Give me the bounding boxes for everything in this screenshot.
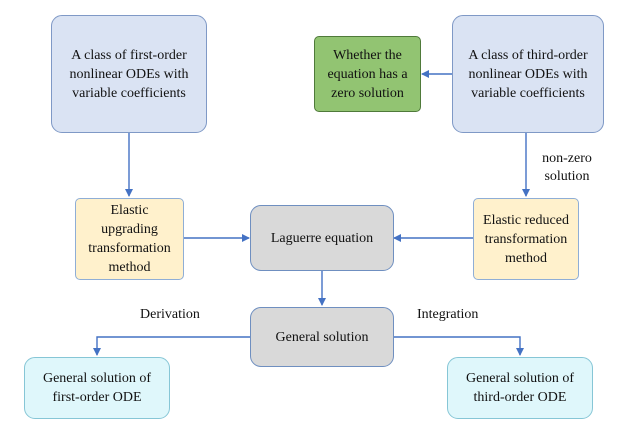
node-zero-solution-check-text: Whether the equation has a zero solution <box>327 47 408 101</box>
edge-label-derivation: Derivation <box>140 306 200 324</box>
node-elastic-upgrading-text: Elastic upgrading transformation method <box>88 203 171 275</box>
node-general-solution: General solution <box>250 307 394 367</box>
node-first-order-class-text: A class of first-order nonlinear ODEs wi… <box>69 47 189 101</box>
node-laguerre-equation-text: Laguerre equation <box>270 230 374 246</box>
node-general-solution-first-order-text: General solution of first-order ODE <box>42 371 152 405</box>
node-general-solution-third-order: General solution of third-order ODE <box>447 357 593 419</box>
node-elastic-reduced: Elastic reduced transformation method <box>473 198 579 280</box>
edge-label-non-zero-solution: non-zero solution <box>534 150 600 186</box>
node-elastic-reduced-text: Elastic reduced transformation method <box>483 212 569 266</box>
arrow-general-to-third <box>394 336 524 356</box>
node-zero-solution-check: Whether the equation has a zero solution <box>314 36 421 112</box>
node-general-solution-third-order-text: General solution of third-order ODE <box>465 371 575 405</box>
node-laguerre-equation: Laguerre equation <box>250 205 394 271</box>
arrow-general-to-first <box>93 336 250 356</box>
node-first-order-class: A class of first-order nonlinear ODEs wi… <box>51 15 207 133</box>
edge-label-non-zero-solution-text: non-zero solution <box>542 151 592 184</box>
node-general-solution-text: General solution <box>275 329 369 345</box>
node-general-solution-first-order: General solution of first-order ODE <box>24 357 170 419</box>
edge-label-integration-text: Integration <box>417 307 479 322</box>
node-elastic-upgrading: Elastic upgrading transformation method <box>75 198 184 280</box>
edge-label-integration: Integration <box>417 306 478 324</box>
edge-label-derivation-text: Derivation <box>140 307 200 322</box>
node-third-order-class-text: A class of third-order nonlinear ODEs wi… <box>468 47 588 101</box>
node-third-order-class: A class of third-order nonlinear ODEs wi… <box>452 15 604 133</box>
